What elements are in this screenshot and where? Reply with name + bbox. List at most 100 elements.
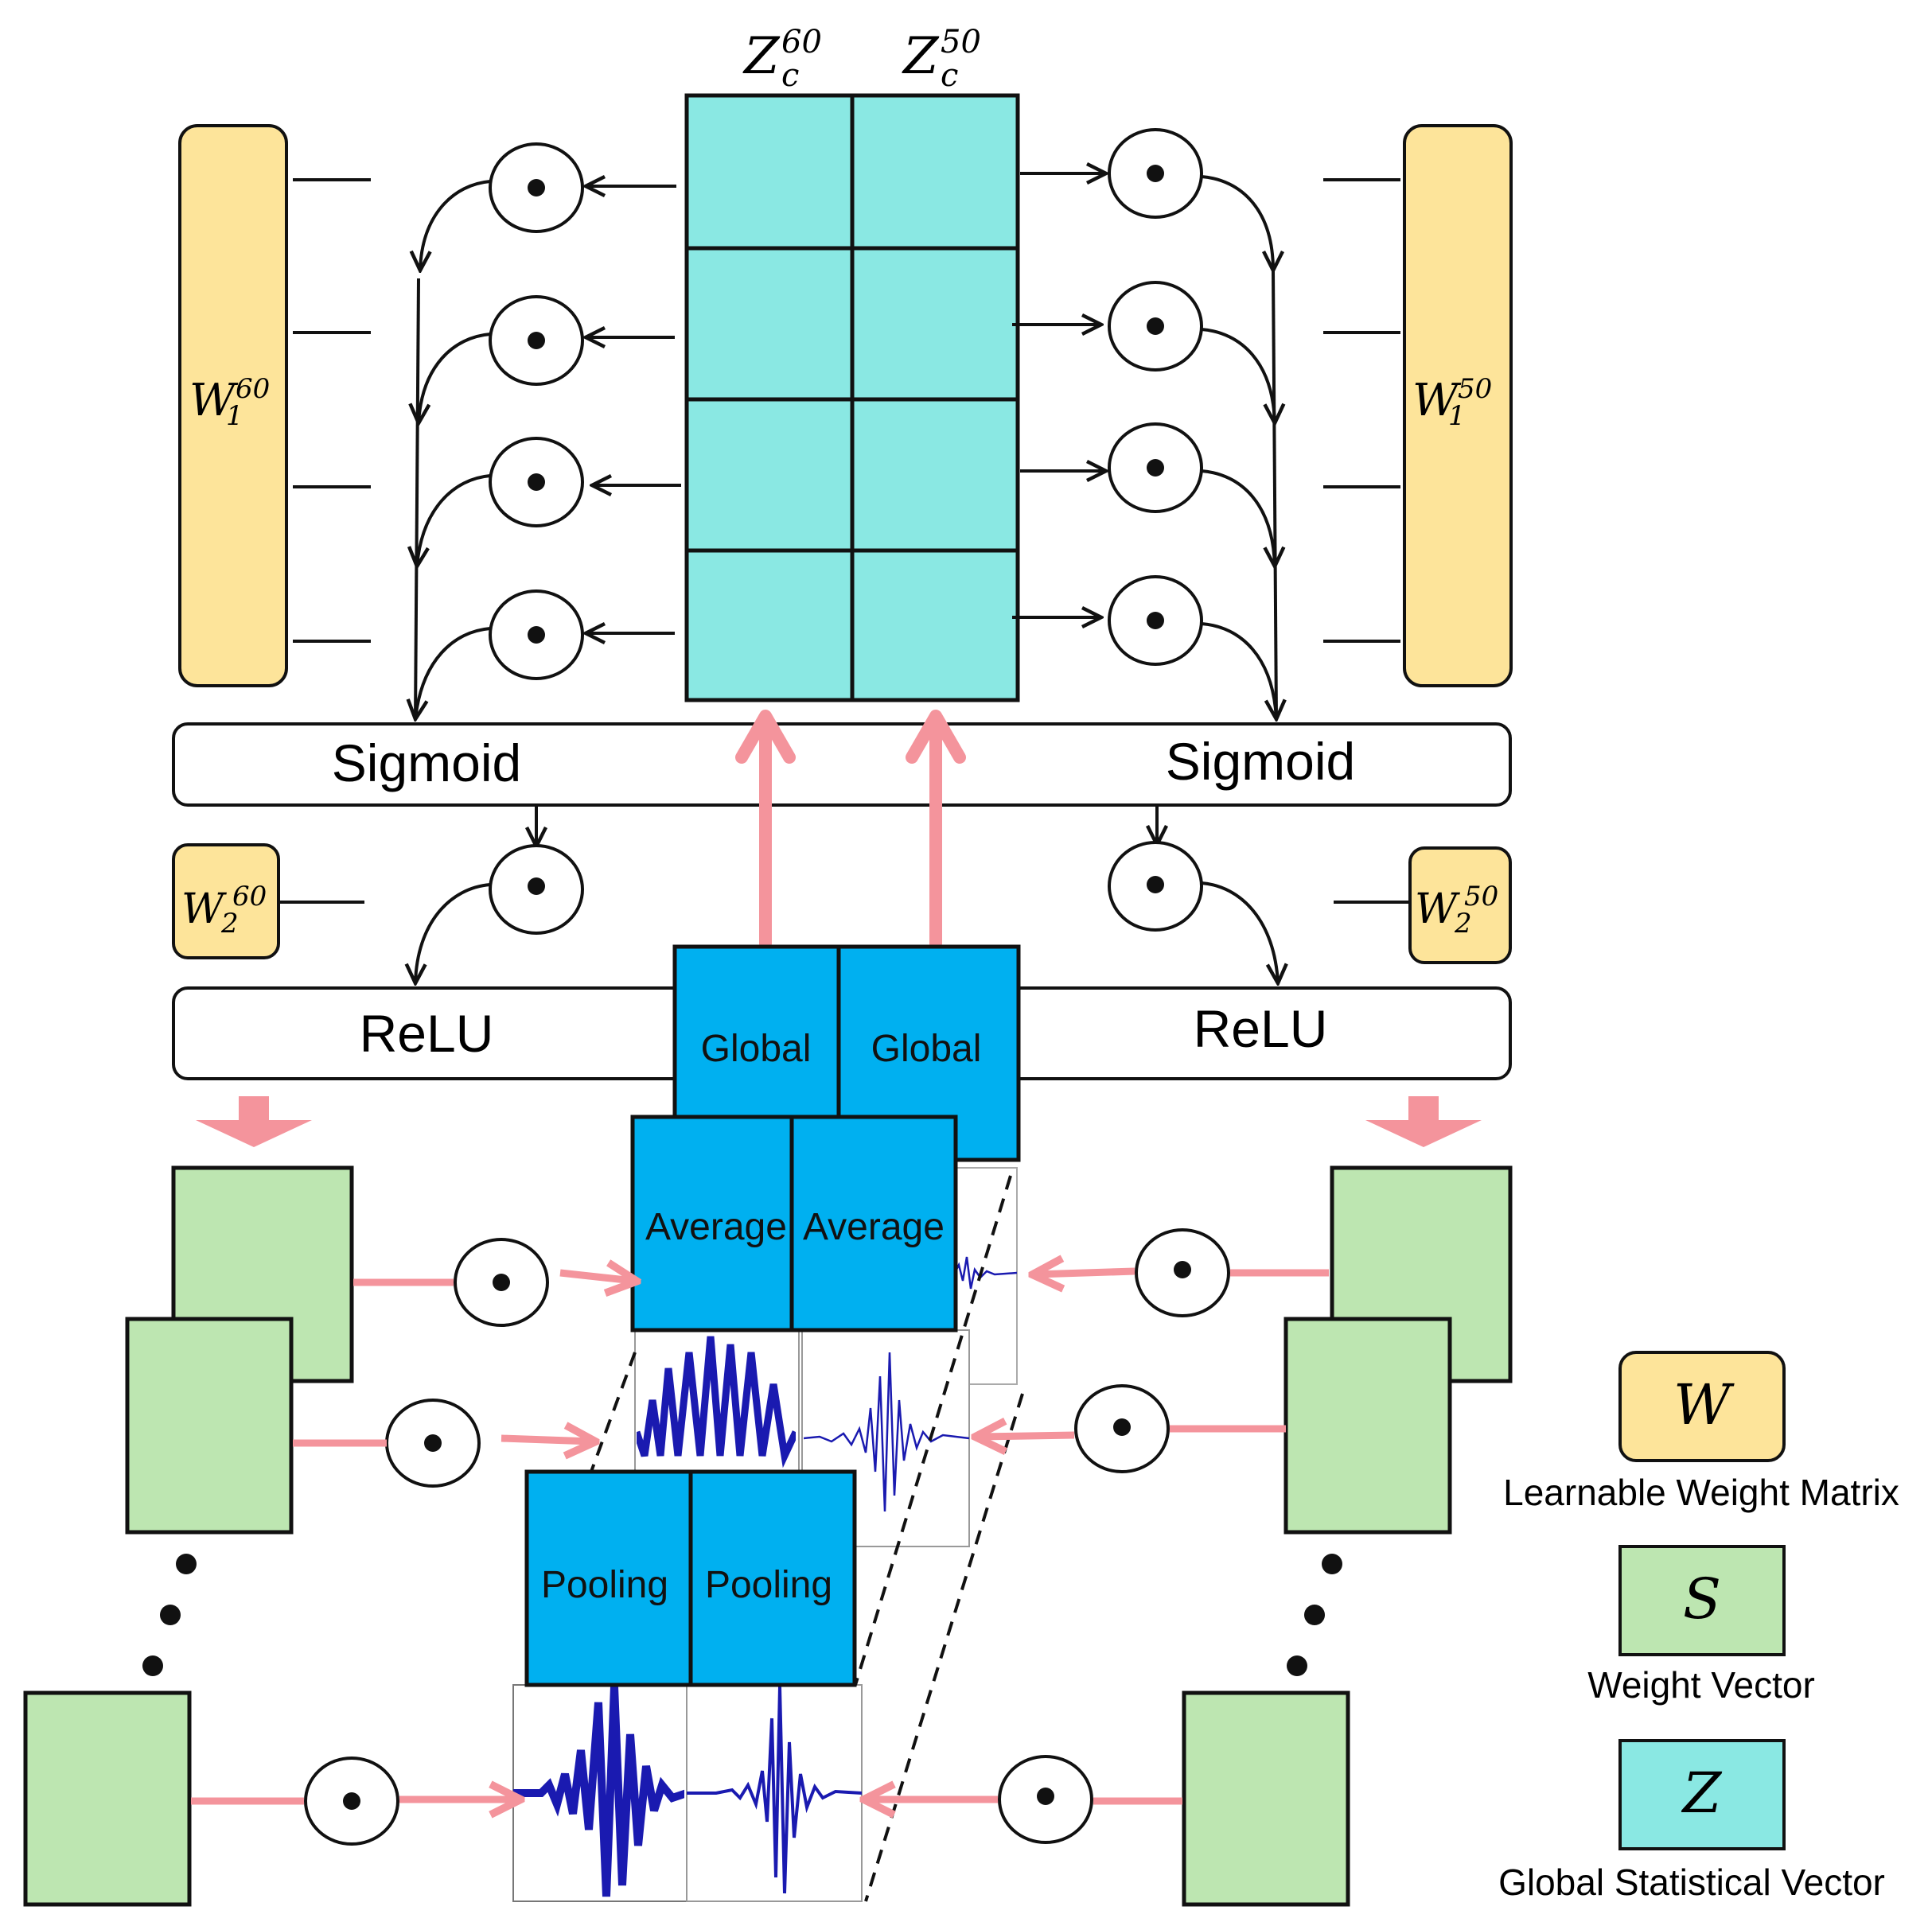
w1-right-sub: 1 [1448,400,1466,432]
product-icon [489,142,584,233]
sigmoid-layer: Sigmoid Sigmoid [172,722,1512,807]
gap-label: Pooling [705,1564,832,1606]
sigmoid-right-label: Sigmoid [1166,732,1355,791]
product-icon [1108,575,1203,666]
ellipsis-dots-right [1287,1554,1342,1676]
gap-label: Pooling [541,1564,668,1606]
legend-item-global-statistical-vector: Z Global Statistical Vector [1498,1739,1885,1903]
w2-left-base: W [181,885,227,933]
w2-right-sup: 50 [1464,881,1498,912]
w2-left-sub: 2 [220,908,239,940]
z-label-left: Z 60 c [742,24,822,94]
legend-symbol: W [1673,1372,1735,1438]
w1-left-matrix: W 60 1 [178,124,288,687]
right-weight-vectors [1182,1165,1513,1907]
z-cell [850,246,1020,402]
z-left-base: Z [742,27,781,86]
product-icon [998,1755,1093,1844]
z-cell [850,93,1020,251]
relu-right-label: ReLU [1194,999,1328,1058]
legend-symbol: S [1683,1566,1721,1632]
w2-left-sup: 60 [232,881,267,912]
gap-label: Global [871,1028,982,1070]
legend-symbol: Z [1681,1760,1723,1826]
product-icon [489,589,584,680]
gap-label: Average [645,1206,787,1248]
legend-swatch [1618,1351,1786,1462]
gap-layer-pooling: Pooling Pooling [524,1469,857,1687]
down-arrow-left [196,1096,312,1147]
product-icon [1108,128,1203,219]
gap-layer-average: Average Average [630,1115,958,1332]
legend-swatch [1618,1739,1786,1850]
w1-right-matrix: W 50 1 [1403,124,1513,687]
legend-item-weight-matrix: W Learnable Weight Matrix [1503,1351,1899,1513]
gap-label: Average [803,1206,945,1248]
weight-vector [1182,1690,1350,1907]
weight-vector [1283,1317,1452,1535]
z-left-sup: 60 [781,24,822,60]
legend-item-weight-vector: S Weight Vector [1587,1545,1815,1706]
z-right-sup: 50 [941,24,981,60]
gap-to-z-arrows [735,710,966,950]
pink-arrows [399,1271,1135,1799]
product-icon [489,437,584,527]
w2-right-base: W [1415,885,1460,933]
legend: W Learnable Weight Matrix S Weight Vecto… [1498,1351,1899,1903]
z-left-sub: c [781,57,799,94]
z-right-base: Z [902,27,940,86]
z-to-product-arrows [586,173,1106,633]
product-icon [489,295,584,386]
z-cell [850,397,1020,553]
left-product-nodes [489,142,584,680]
right-product-nodes [1108,128,1203,666]
bottom-product-nodes [304,1228,1230,1846]
w2-left-matrix: W 60 2 [172,843,280,959]
down-arrow-right [1365,1096,1482,1147]
relu-left-label: ReLU [360,1004,494,1063]
z-label-right: Z 50 c [902,24,981,94]
z-cell [684,93,855,251]
product-icon [304,1757,399,1846]
legend-label: Learnable Weight Matrix [1503,1472,1899,1513]
product-icon [1074,1384,1170,1473]
gap-label: Global [701,1028,812,1070]
left-curved-arrows [415,180,491,720]
right-curved-arrows [1201,175,1276,720]
ellipsis-dots-left [142,1554,197,1676]
z-cell [684,397,855,553]
product-icon [1108,281,1203,372]
left-weight-vectors [23,1165,354,1907]
sigmoid-left-label: Sigmoid [332,733,521,792]
product-icon [385,1399,481,1488]
z-cell [684,548,855,702]
w1-left-sub: 1 [226,400,243,432]
w1-right-sup: 50 [1458,373,1492,405]
w2-right-matrix: W 50 2 [1408,846,1512,964]
product-icon [1135,1228,1230,1317]
w1-left-base: W [189,375,239,426]
w1-connectors [293,178,1400,643]
product-icon [454,1238,549,1327]
legend-label: Weight Vector [1587,1664,1815,1706]
w2-curved-arrows [415,881,1278,983]
product-icon [489,844,584,935]
product-icon [1108,422,1203,513]
w1-left-sup: 60 [236,373,270,405]
z-right-sub: c [941,57,958,94]
legend-label: Global Statistical Vector [1498,1862,1885,1903]
signal-thumbnail [686,1684,863,1902]
weight-vector [23,1690,192,1907]
legend-swatch [1618,1545,1786,1656]
sigmoid-to-product-arrows [536,807,1157,846]
z-cell [850,548,1020,702]
global-statistical-vector [684,93,1020,702]
pink-lines [191,1269,1329,1805]
weight-vector [125,1317,294,1535]
w1-right-base: W [1412,375,1462,426]
signal-thumbnail [512,1684,687,1902]
z-cell [684,246,855,402]
product-icon [1108,841,1203,932]
